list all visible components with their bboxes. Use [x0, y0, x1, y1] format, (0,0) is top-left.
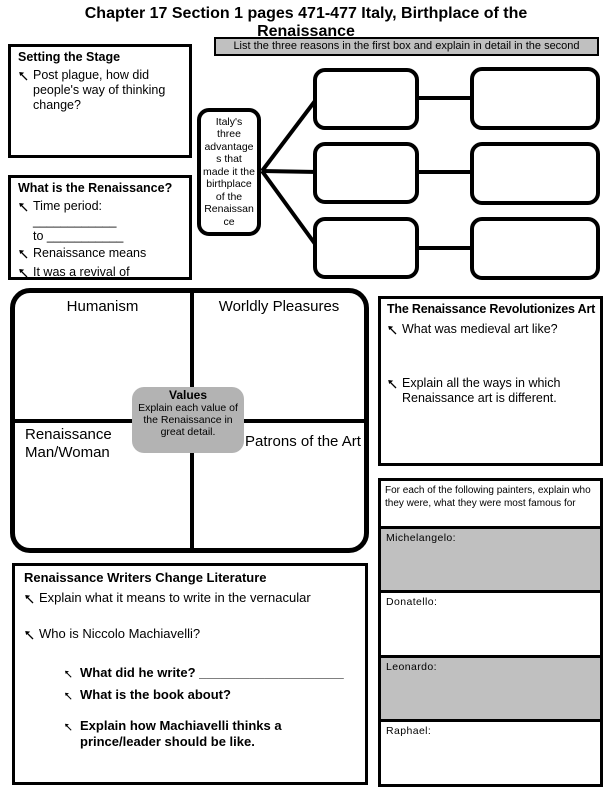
vernacular-prompt-text: Explain what it means to write in the ve… [39, 590, 311, 605]
machiavelli-write-prompt-text: What did he write? ____________________ [80, 665, 344, 680]
prompt-arrow-icon [18, 201, 28, 229]
medieval-art-prompt: What was medieval art like? [387, 322, 594, 339]
revival-prompt-text: It was a revival of [33, 265, 130, 279]
machiavelli-prompt-text: Who is Niccolo Machiavelli? [39, 626, 201, 641]
prompt-arrow-icon [387, 378, 397, 406]
renaissance-means-prompt: Renaissance means [18, 246, 182, 263]
instruction-banner: List the three reasons in the first box … [214, 37, 599, 56]
advantage-2-reason-box [313, 142, 419, 204]
page-title-line2: Renaissance [257, 23, 355, 40]
values-quadrant-box: Humanism Worldly Pleasures Renaissance M… [10, 288, 369, 553]
values-instruction-box: Values Explain each value of the Renaiss… [132, 387, 244, 453]
advantage-1-detail-box [470, 67, 600, 130]
prompt-arrow-icon [18, 70, 28, 113]
prompt-arrow-icon [64, 666, 72, 682]
machiavelli-write-prompt: What did he write? ____________________ [64, 665, 356, 682]
renaissance-means-prompt-text: Renaissance means [33, 246, 147, 260]
painters-table: For each of the following painters, expl… [378, 478, 603, 787]
machiavelli-book-prompt-text: What is the book about? [80, 687, 231, 702]
prompt-arrow-icon [18, 267, 28, 282]
quadrant-label-patrons: Patrons of the Art [245, 433, 361, 450]
what-is-renaissance-heading: What is the Renaissance? [18, 181, 173, 195]
prompt-arrow-icon [18, 248, 28, 263]
machiavelli-prompt: Who is Niccolo Machiavelli? [24, 626, 356, 644]
renaissance-writers-heading: Renaissance Writers Change Literature [24, 570, 267, 585]
prompt-arrow-icon [24, 592, 34, 608]
time-period-prompt: Time period: ____________ [18, 199, 182, 229]
painter-row-raphael: Raphael: [381, 719, 600, 784]
machiavelli-prince-prompt: Explain how Machiavelli thinks a prince/… [64, 718, 356, 750]
prompt-arrow-icon [387, 324, 397, 339]
painter-row-donatello: Donatello: [381, 590, 600, 655]
machiavelli-prince-prompt-text: Explain how Machiavelli thinks a prince/… [80, 718, 282, 749]
renaissance-man-line2: Man/Woman [25, 444, 110, 461]
setting-the-stage-heading: Setting the Stage [18, 50, 121, 64]
setting-the-stage-box: Setting the Stage Post plague, how did p… [8, 44, 192, 158]
advantage-3-reason-box [313, 217, 419, 279]
advantages-center-node: Italy's three advantages that made it th… [197, 108, 261, 236]
painter-row-michelangelo: Michelangelo: [381, 526, 600, 590]
advantage-1-reason-box [313, 68, 419, 130]
values-title: Values [168, 388, 208, 402]
advantage-2-detail-box [470, 142, 600, 205]
renaissance-art-diff-prompt-text: Explain all the ways in which Renaissanc… [402, 376, 561, 405]
medieval-art-prompt-text: What was medieval art like? [402, 322, 558, 336]
quadrant-label-worldly-pleasures: Worldly Pleasures [218, 298, 340, 315]
time-period-prompt-text: Time period: ____________ [33, 199, 117, 228]
page-title-line1: Chapter 17 Section 1 pages 471-477 Italy… [84, 5, 528, 22]
renaissance-art-diff-prompt: Explain all the ways in which Renaissanc… [387, 376, 594, 406]
setting-stage-prompt: Post plague, how did people's way of thi… [18, 68, 182, 113]
revival-prompt: It was a revival of [18, 265, 182, 282]
quadrant-label-renaissance-man-woman: Renaissance Man/Woman [25, 426, 112, 462]
advantage-3-detail-box [470, 217, 600, 280]
setting-stage-prompt-text: Post plague, how did people's way of thi… [33, 68, 166, 112]
values-instruction-text: Explain each value of the Renaissance in… [138, 402, 238, 438]
what-is-renaissance-box: What is the Renaissance? Time period: __… [8, 175, 192, 280]
quadrant-label-humanism: Humanism [66, 298, 139, 315]
vernacular-prompt: Explain what it means to write in the ve… [24, 590, 356, 608]
painter-row-leonardo: Leonardo: [381, 655, 600, 719]
painters-table-header: For each of the following painters, expl… [381, 481, 600, 526]
renaissance-man-line1: Renaissance [25, 426, 112, 443]
time-period-prompt-line2: to ___________ [33, 229, 124, 243]
renaissance-art-box: The Renaissance Revolutionizes Art What … [378, 296, 603, 466]
prompt-arrow-icon [64, 688, 72, 704]
prompt-arrow-icon [24, 628, 34, 644]
renaissance-art-heading: The Renaissance Revolutionizes Art [387, 302, 596, 316]
renaissance-writers-box: Renaissance Writers Change Literature Ex… [12, 563, 368, 785]
prompt-arrow-icon [64, 719, 72, 750]
machiavelli-book-prompt: What is the book about? [64, 687, 356, 704]
